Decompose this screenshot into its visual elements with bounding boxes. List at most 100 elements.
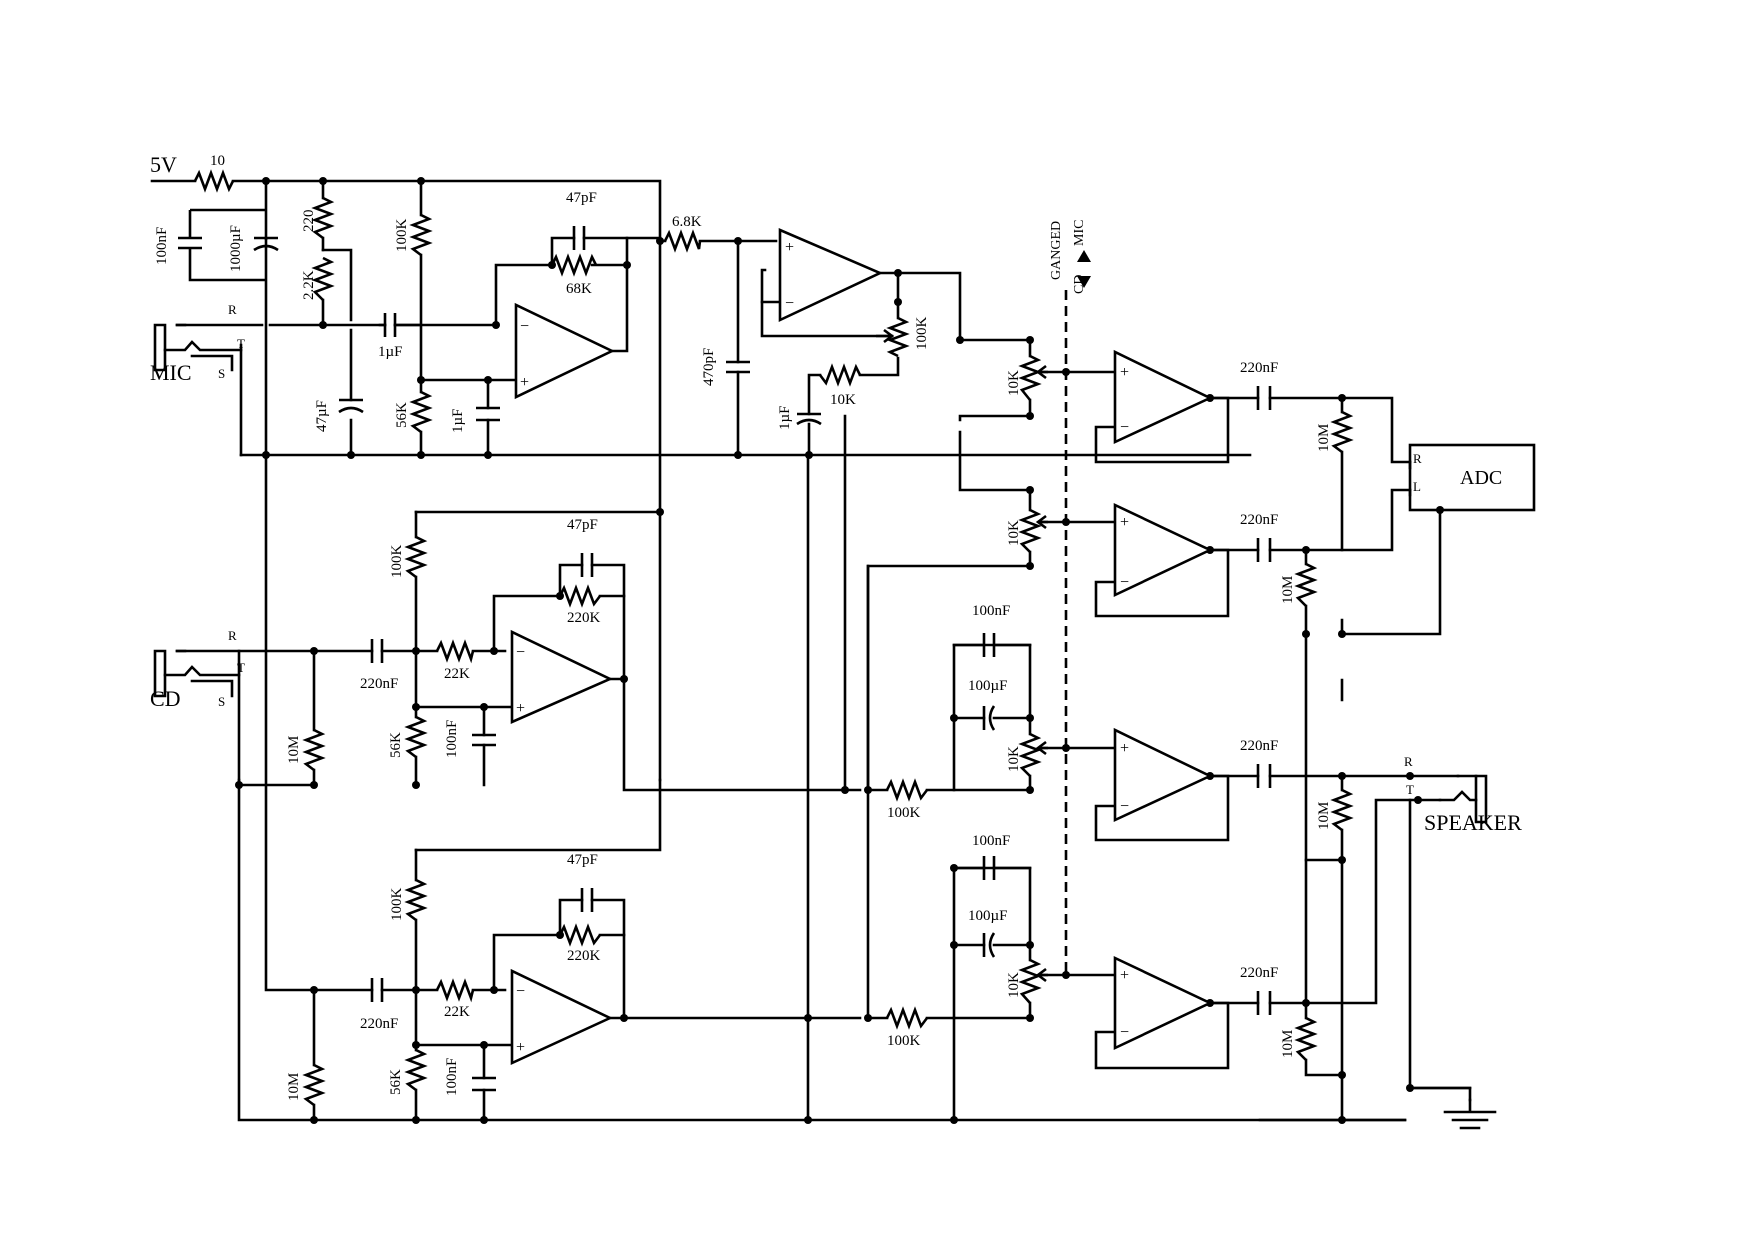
resistor-100k-mic [409,213,433,257]
r-100k-sum-r-label: 100K [887,805,921,821]
r-22k-cd-l-label: 22K [444,1004,470,1020]
pot-10k-3-label: 10K [1006,746,1022,772]
cd-ring-pin: R [228,628,237,643]
r-100k-mic-label: 100K [394,219,410,253]
resistor-10m-out-1 [1330,410,1354,454]
c-47uf-label: 47µF [314,400,330,432]
supply-voltage-label: 5V [150,152,177,177]
opamp-cd-r [510,629,614,724]
r-22k-cd-r-label: 22K [444,666,470,682]
resistor-10m-out-2 [1294,562,1318,607]
resistor-100k-cd-l [404,878,428,922]
r-10k-label: 10K [830,392,856,408]
opamp-plus-sign: + [1120,967,1129,984]
r-6k8-label: 6.8K [672,214,702,230]
adc-pin-l: L [1413,479,1421,494]
resistor-100k-cd-r [404,535,428,579]
opamp-buf-4 [1113,955,1214,1051]
r-10m-cd-l-label: 10M [286,1073,302,1101]
cd-sleeve-pin: S [218,694,225,709]
r-10m-cd-r-label: 10M [286,736,302,764]
mic-direction-label: MIC [1072,220,1087,246]
speaker-jack-symbol [1438,774,1488,824]
pot-10k-mic-r [1018,354,1042,401]
opamp-plus-sign: + [1120,740,1129,757]
pot-10k-4-label: 10K [1006,972,1022,998]
r-10m-out-2-label: 10M [1280,576,1296,604]
opamp-minus-sign: − [1120,798,1129,815]
resistors [193,169,1354,1107]
adc-pin-r: R [1413,451,1422,466]
r-100k-cd-l-label: 100K [389,888,405,922]
resistor-100k-sum-r [885,778,929,802]
ganged-label: GANGED [1049,221,1064,280]
c-1uf-stage2-label: 1µF [777,406,793,431]
opamp-plus-sign: + [516,1039,525,1056]
speaker-pin-t: T [1406,782,1414,797]
ganged-arrow-icon [1077,250,1091,288]
resistor-22k-cd-l [435,978,475,1003]
c-220nf-out-3-label: 220nF [1240,738,1278,754]
pot-10k-2-label: 10K [1006,520,1022,546]
opamp-plus-sign: + [1120,364,1129,381]
opamp-minus-sign: − [516,644,525,661]
c-100uf-mix-r-label: 100µF [968,678,1008,694]
pot-100k [886,316,910,358]
opamp-pin-signs: − + + − − + − + + − + − + − + − [516,239,1129,1056]
resistor-10m-cd-r [302,728,326,772]
mic-jack-label: MIC [150,360,192,385]
cd-jack-label: CD [150,686,181,711]
resistor-220k-cd-r [558,584,602,608]
adc-block [1408,443,1536,512]
c-100nf-mix-l-label: 100nF [972,833,1010,849]
opamp-mic-pre [514,302,616,400]
opamp-minus-sign: − [516,983,525,1000]
pot-10k-1-label: 10K [1006,370,1022,396]
r-10m-out-3-label: 10M [1316,802,1332,830]
c-100nf-cd-r-label: 100nF [444,720,460,758]
speaker-label: SPEAKER [1424,810,1522,835]
opamp-minus-sign: − [785,295,794,312]
c-100uf-mix-l-label: 100µF [968,908,1008,924]
r-56k-mic-label: 56K [394,402,410,428]
opamp-plus-sign: + [516,700,525,717]
pot-10k-mic-l [1018,508,1042,553]
opamp-buf-3 [1113,727,1214,823]
resistor-22k-cd-r [435,639,475,664]
r-100k-cd-r-label: 100K [389,545,405,579]
audio-jacks [153,323,1488,824]
ground-symbol [1408,1086,1497,1130]
c-220nf-out-1-label: 220nF [1240,360,1278,376]
opamp-minus-sign: − [1120,419,1129,436]
cd-tip-pin: T [237,660,245,675]
r-220-label: 220 [301,210,317,233]
mic-sleeve-pin: S [218,366,225,381]
pot-10k-cd-l [1018,958,1042,1004]
resistor-10m-out-3 [1330,788,1354,832]
resistor-100k-sum-l [885,1006,929,1030]
resistor-2k2 [311,256,335,301]
opamp-plus-sign: + [785,239,794,256]
c-47pf-cd-r-label: 47pF [567,517,598,533]
mic-tip-pin: T [237,336,245,351]
resistor-10m-out-4 [1294,1016,1318,1061]
opamp-plus-sign: + [1120,514,1129,531]
c-100nf-cd-l-label: 100nF [444,1058,460,1096]
speaker-pin-r: R [1404,754,1413,769]
c-220nf-out-2-label: 220nF [1240,512,1278,528]
opamp-plus-sign: + [520,374,529,391]
c-100nf-mix-r-label: 100nF [972,603,1010,619]
c-1uf-label: 1µF [378,344,403,360]
r-10m-out-1-label: 10M [1316,424,1332,452]
r-10m-out-4-label: 10M [1280,1030,1296,1058]
resistor-6k8 [663,229,702,253]
cd-jack-symbol [153,649,241,698]
resistor-220k-cd-l [558,923,602,947]
mic-jack-symbol [153,323,243,372]
c-470pf-label: 470pF [701,348,717,386]
r-56k-cd-r-label: 56K [388,732,404,758]
resistor-56k-mic [409,390,433,434]
opamp-minus-sign: − [1120,1024,1129,1041]
resistor-10-label: 10 [210,153,225,169]
mic-ring-pin: R [228,302,237,317]
